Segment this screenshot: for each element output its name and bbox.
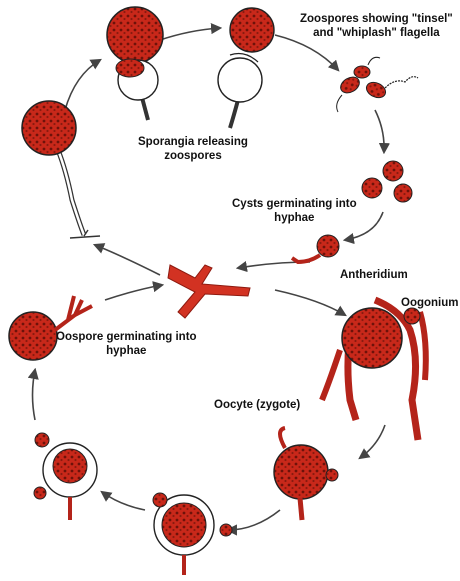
arrow-zoospores-to-cysts (374, 109, 390, 155)
fertilization-left (33, 432, 98, 520)
sporangia-label-line-1: Sporangia releasing (138, 136, 248, 148)
oospore-label: Oospore germinating into hyphae (56, 330, 197, 358)
arrow-oospore-to-hypha (104, 281, 165, 301)
arrow-oospore-up (27, 367, 39, 421)
arrow-oogonium-to-fertilization (358, 424, 386, 460)
zoospores-label: Zoospores showing "tinsel" and "whiplash… (300, 12, 453, 40)
cycle-arrows (27, 23, 390, 536)
antheridium-label: Antheridium (340, 269, 408, 281)
sporangia-label: Sporangia releasing zoospores (138, 135, 248, 163)
cysts (361, 160, 413, 203)
zoospores (336, 56, 419, 113)
oocyte-label: Oocyte (zygote) (214, 399, 301, 411)
sporangium-left (21, 100, 101, 239)
oospore-label-line-2: hyphae (106, 345, 147, 357)
arrow-fertilization-down (225, 509, 281, 536)
germinating-cyst (290, 234, 340, 265)
oogonium-label: Oogonium (401, 297, 459, 309)
fertilization-right (273, 426, 339, 521)
oospore-label-line-1: Oospore germinating into (56, 331, 197, 343)
oogonium-cluster (319, 296, 429, 441)
arrow-to-zoospores (274, 34, 340, 72)
cysts-label-line-2: hyphae (274, 212, 315, 224)
arrow-sporangia-up (64, 58, 102, 111)
zoospores-label-line-2: and "whiplash" flagella (313, 27, 440, 39)
arrow-sporangia-top (159, 23, 223, 41)
fertilization-bottom (152, 492, 233, 575)
cysts-label: Cysts germinating into hyphae (232, 197, 357, 225)
zoospores-label-line-1: Zoospores showing "tinsel" (300, 13, 453, 25)
cysts-label-line-1: Cysts germinating into (232, 198, 357, 210)
sporangium-top-left (106, 6, 164, 121)
sporangium-top-right (217, 7, 275, 129)
oospore-germinating (8, 295, 93, 361)
central-hypha (167, 264, 251, 319)
arrow-cysts-to-germination (342, 211, 384, 245)
arrow-hypha-to-oogonium (274, 289, 347, 317)
arrow-to-oospore-left (100, 490, 146, 511)
arrow-hypha-to-sporangia (92, 243, 161, 276)
sporangia-label-line-2: zoospores (164, 150, 222, 162)
